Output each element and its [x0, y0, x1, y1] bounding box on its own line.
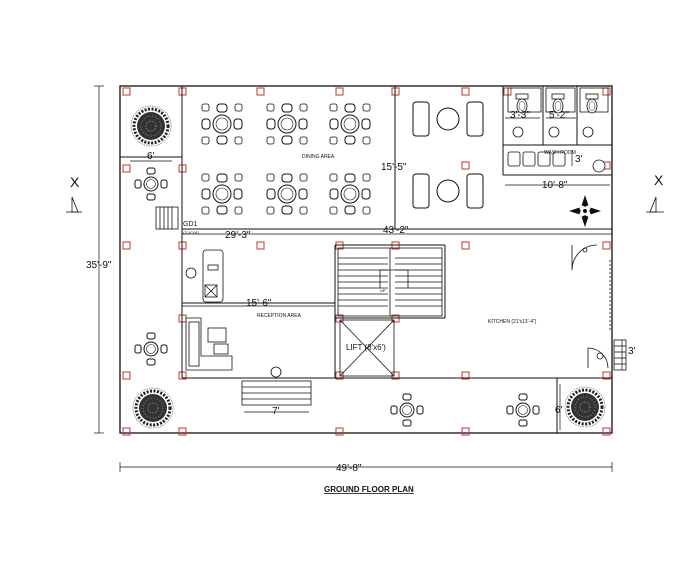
- dining-height-label: 15'-5": [381, 162, 407, 173]
- overall-height-label: 35'-9": [86, 260, 112, 271]
- kitchen-label: KITCHEN (21'x13'-4"): [488, 319, 537, 325]
- overall-width-label: 49'-8": [336, 463, 362, 474]
- washroom-fixtures: [507, 87, 609, 173]
- lift: [339, 319, 395, 377]
- right-strip-label: 6': [555, 405, 563, 416]
- doors: [571, 244, 611, 369]
- dining-tables: [201, 103, 371, 215]
- dimension-lines: [94, 85, 623, 472]
- reception-area-label: RECEPTION AREA: [257, 313, 302, 319]
- lift-label: LIFT (8'x6'): [346, 343, 386, 352]
- reception-width-label: 15'-6": [246, 298, 272, 309]
- reception-furniture: [185, 249, 282, 378]
- door-size-label: (3'-6"X8'): [183, 230, 200, 235]
- dining-width-label: 29'-3": [225, 230, 251, 241]
- section-arrows: [66, 196, 664, 213]
- side-step-label: 3': [628, 346, 636, 357]
- door-code-label: GD1: [183, 221, 198, 228]
- entrance-steps: [155, 206, 627, 406]
- steps-width-label: 7': [272, 406, 280, 417]
- toilet-b-label: 5'-2": [549, 110, 569, 121]
- dining-area-label: DINING AREA: [302, 154, 335, 160]
- left-strip-label: 6': [147, 151, 155, 162]
- plan-title: GROUND FLOOR PLAN: [324, 485, 414, 494]
- compass-icon: [569, 195, 601, 227]
- wash-room-label: WASH ROOM: [544, 150, 576, 156]
- booth-tables: [412, 101, 484, 209]
- washroom-width-label: 10'-8": [542, 180, 568, 191]
- toilet-a-label: 3'-3": [510, 110, 530, 121]
- section-marker-right: X: [654, 172, 664, 188]
- washroom-step-label: 3': [575, 154, 583, 165]
- section-marker-left: X: [70, 174, 80, 190]
- central-width-label: 43'-2": [383, 225, 409, 236]
- stair-up-label: UP: [380, 288, 386, 293]
- interior-walls: [120, 86, 613, 433]
- staircase: [337, 247, 443, 317]
